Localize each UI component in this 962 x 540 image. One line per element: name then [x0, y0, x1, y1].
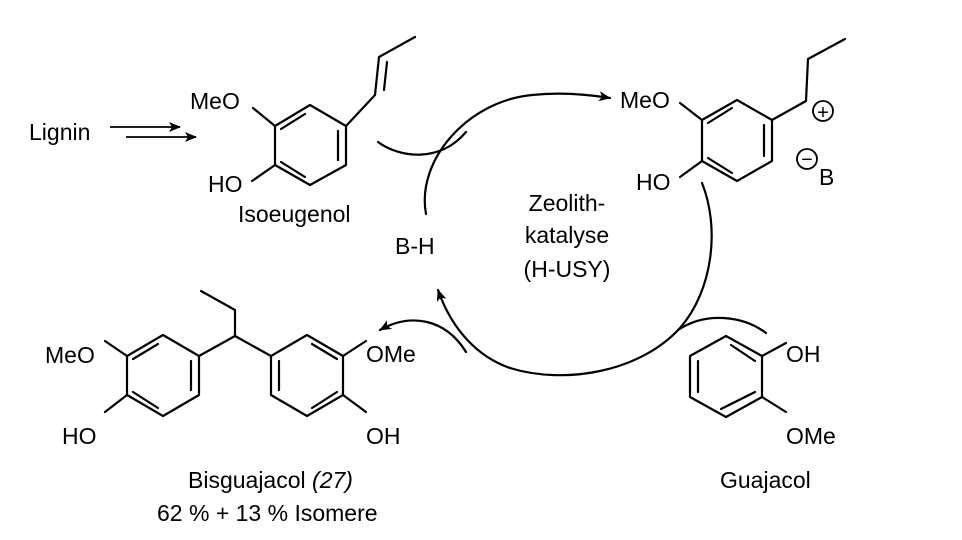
- bisguajacol-number: (27): [312, 467, 353, 493]
- cycle-arc-top: [423, 91, 612, 216]
- bisguajacol-name: Bisguajacol (27): [188, 467, 353, 493]
- product-exit-arrow: [378, 319, 468, 354]
- guajacol-hydroxy-label: OH: [786, 341, 821, 367]
- bisguajacol-structure: [103, 289, 368, 418]
- acid-label: B-H: [395, 233, 435, 259]
- guajacol-name: Guajacol: [720, 467, 811, 493]
- base-minus-sign: −: [801, 149, 813, 171]
- lignin-label: Lignin: [29, 119, 90, 145]
- cycle-arc-right: [436, 181, 713, 377]
- bis-left-hydroxy-label: HO: [62, 423, 97, 449]
- catalysis-line-3: (H-USY): [524, 256, 611, 282]
- bis-right-methoxy-label: OMe: [366, 341, 416, 367]
- isoeugenol-hydroxy-label: HO: [208, 171, 243, 197]
- catalysis-line-1: Zeolith-: [529, 190, 606, 216]
- isoeugenol-entry-curve: [376, 130, 468, 156]
- base-letter: B: [819, 164, 834, 190]
- isoeugenol-name: Isoeugenol: [238, 201, 351, 227]
- guajacol-entry-curve: [676, 316, 768, 335]
- guajacol-structure: [688, 334, 788, 419]
- bis-left-methoxy-label: MeO: [45, 342, 95, 368]
- guajacol-methoxy-label: OMe: [786, 423, 836, 449]
- bis-right-hydroxy-label: OH: [366, 423, 401, 449]
- carbocation-structure: [678, 37, 847, 183]
- isoeugenol-structure: [250, 35, 417, 187]
- bisguajacol-yield: 62 % + 13 % Isomere: [157, 500, 378, 526]
- catalysis-line-2: katalyse: [525, 222, 609, 248]
- isoeugenol-methoxy-label: MeO: [190, 88, 240, 114]
- cation-plus-sign: +: [817, 102, 829, 124]
- cation-methoxy-label: MeO: [620, 87, 670, 113]
- cation-hydroxy-label: HO: [636, 169, 671, 195]
